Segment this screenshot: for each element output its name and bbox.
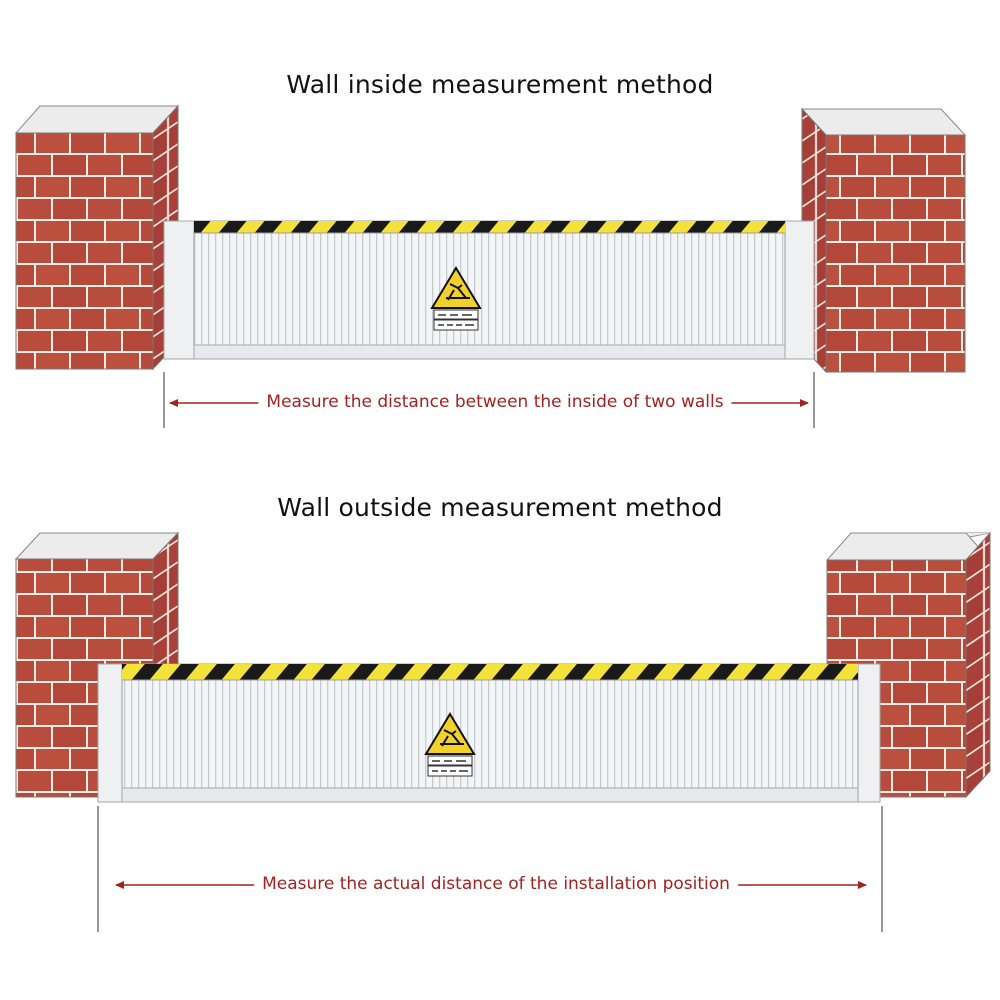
measure-indicator-outside bbox=[97, 806, 883, 932]
diagram-title-inside: Wall inside measurement method bbox=[286, 70, 714, 99]
left-brick-pillar bbox=[14, 104, 180, 371]
hazard-stripe bbox=[122, 664, 858, 680]
warning-triangle-icon bbox=[440, 729, 464, 747]
flood-barrier bbox=[163, 220, 815, 360]
flood-barrier bbox=[97, 663, 881, 803]
diagram-inside bbox=[14, 104, 967, 428]
diagram-outside bbox=[14, 531, 992, 932]
warning-triangle-icon bbox=[446, 283, 470, 301]
hazard-stripe bbox=[194, 221, 785, 233]
diagram-title-outside: Wall outside measurement method bbox=[277, 493, 723, 522]
warning-sign-plate bbox=[424, 712, 476, 777]
warning-sign-plate bbox=[430, 266, 482, 331]
measure-label-inside: Measure the distance between the inside … bbox=[258, 392, 732, 412]
measure-label-outside: Measure the actual distance of the insta… bbox=[254, 874, 738, 894]
right-brick-pillar bbox=[800, 107, 967, 374]
